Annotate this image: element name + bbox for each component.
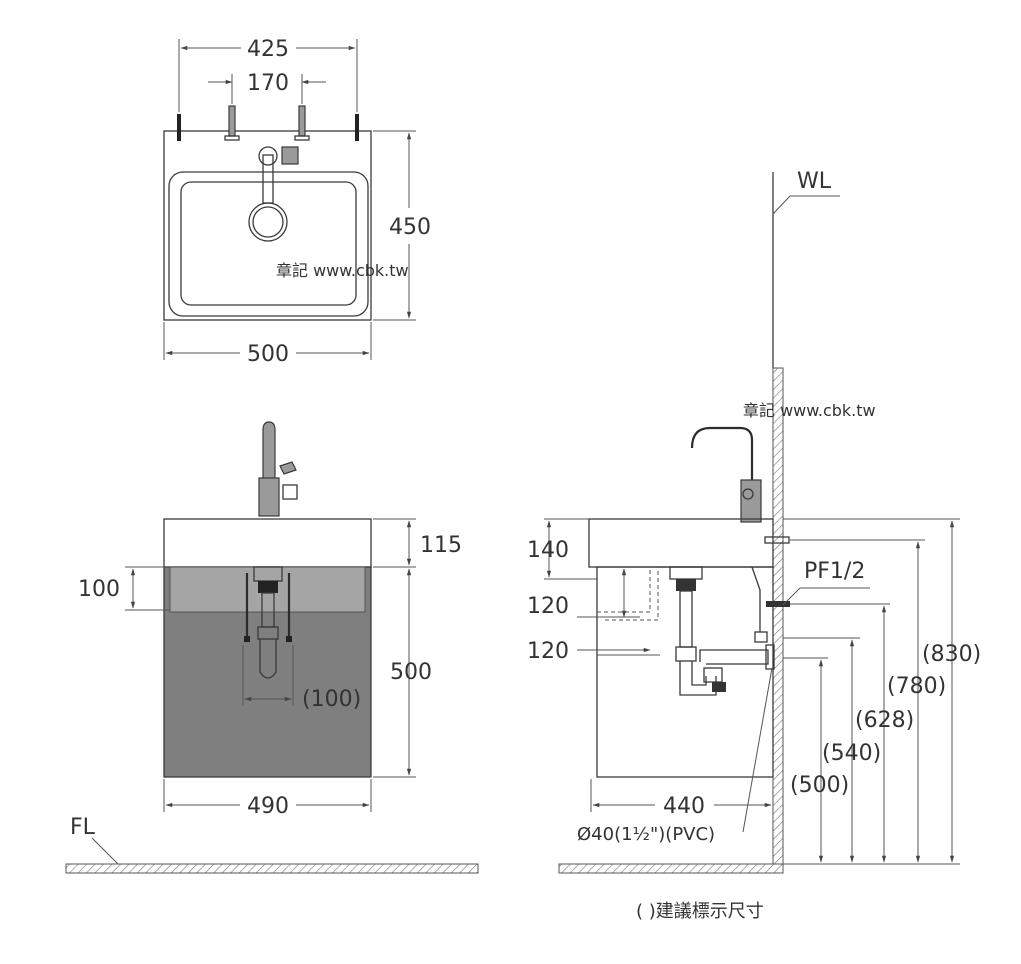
dim-170: 170 [247,71,289,96]
dimension-note: ( )建議標示尺寸 [636,901,764,922]
floor-front [65,863,479,874]
dim-628: (628) [855,708,914,733]
floor-label: FL [70,815,96,840]
dim-500-side: (500) [790,773,849,798]
watermark-side: 章記 www.cbk.tw [743,401,876,420]
dim-500-top: 500 [247,342,289,367]
dim-540: (540) [822,741,881,766]
countertop-side [588,518,774,568]
top-view: 425 170 450 章記 www.cbk.tw 500 [163,37,431,367]
dim-140: 140 [527,538,569,563]
dim-120-b: 120 [527,639,569,664]
supply-label: PF1/2 [804,559,865,584]
dim-425: 425 [247,37,289,62]
basin-bowl [168,171,369,317]
dim-115: 115 [420,533,462,558]
dim-500-front: 500 [390,660,432,685]
cabinet-side [596,566,774,778]
front-view: 115 100 500 (100) 490 FL [65,421,479,874]
dim-780: (780) [887,674,946,699]
drain-label: Ø40(1½")(PVC) [577,824,715,845]
dim-830: (830) [922,642,981,667]
basin-outline [163,130,372,321]
dim-trap-100: (100) [302,687,361,712]
dim-490: 490 [247,794,289,819]
drain-circle [248,202,288,242]
watermark-top: 章記 www.cbk.tw [276,261,409,280]
side-view: WL 章記 www.cbk.tw PF1/2 [527,169,981,922]
floor-side [558,863,784,874]
dim-440: 440 [663,794,705,819]
dim-120-a: 120 [527,594,569,619]
dim-100: 100 [78,577,120,602]
countertop-front [163,518,372,568]
wall-hatch [772,367,784,874]
dim-450: 450 [389,215,431,240]
wall-label: WL [797,169,832,194]
